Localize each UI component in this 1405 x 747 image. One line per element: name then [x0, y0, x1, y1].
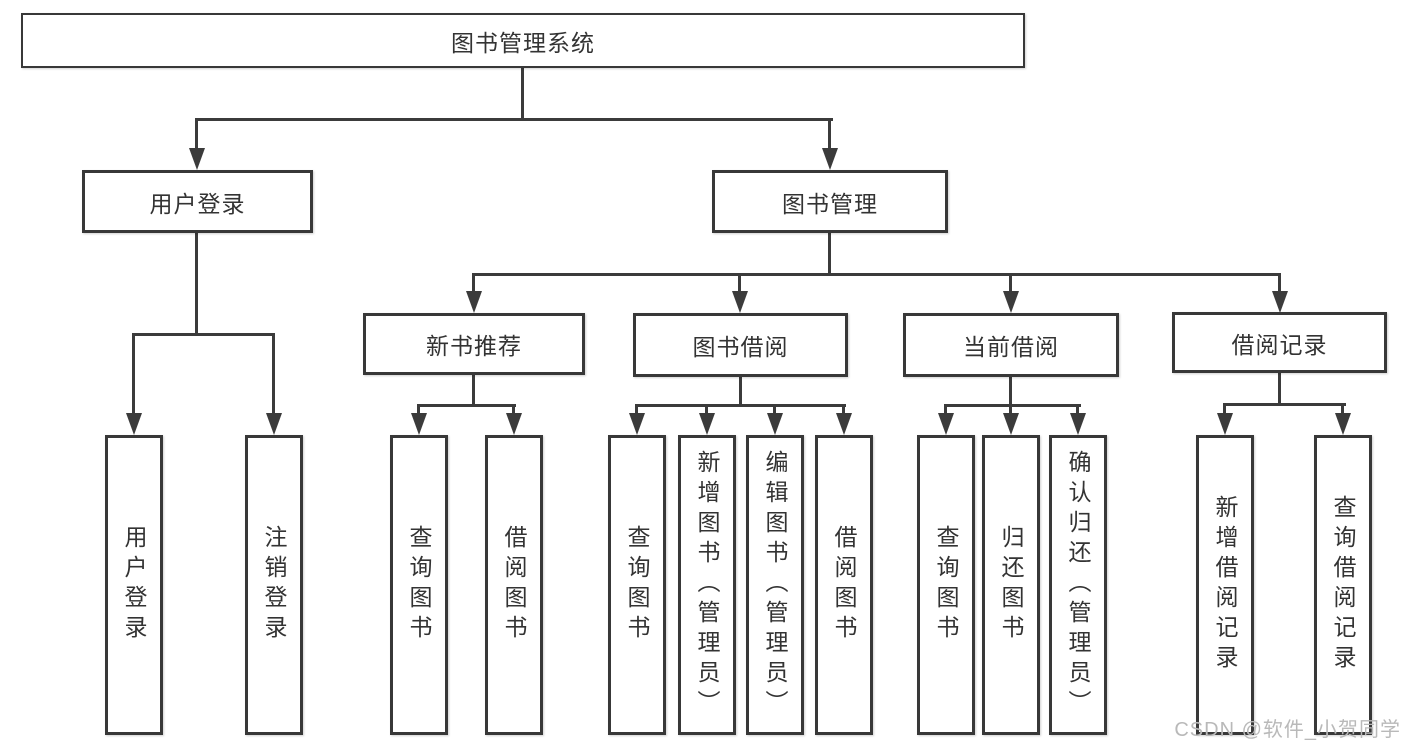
- csdn-watermark: CSDN @软件_小贺同学: [1174, 719, 1401, 741]
- connector-drop-user-login: [195, 118, 198, 152]
- node-book-borrow-label: 图书借阅: [692, 334, 789, 360]
- arrow-current-borrow: [1003, 291, 1019, 313]
- leaf-confirm-return-admin: 确认归还（管理员）: [1049, 435, 1107, 735]
- connector-drop-current-borrow: [1009, 273, 1012, 293]
- arrow-nb-borrow: [506, 413, 522, 435]
- connector-newbook-stub: [472, 375, 475, 407]
- arrow-rec-query: [1335, 413, 1351, 435]
- node-book-management: 图书管理: [712, 170, 948, 233]
- arrow-borrow-records: [1272, 291, 1288, 313]
- node-book-management-label: 图书管理: [782, 190, 878, 217]
- leaf-confirm-return-admin-label: 确认归还（管理员）: [1065, 450, 1091, 720]
- leaf-logout: 注销登录: [245, 435, 303, 735]
- connector-userlogin-hline: [132, 333, 275, 336]
- leaf-user-login-label: 用户登录: [121, 525, 147, 645]
- arrow-new-book: [466, 291, 482, 313]
- connector-drop-nb-borrow: [512, 404, 515, 416]
- arrow-cb-query: [938, 413, 954, 435]
- connector-bookborrow-stub: [739, 377, 742, 407]
- connector-drop-cb-query: [944, 404, 947, 416]
- connector-drop-rec-add: [1223, 403, 1226, 416]
- node-borrow-records: 借阅记录: [1172, 312, 1387, 373]
- arrow-leaf-logout: [266, 413, 282, 435]
- leaf-return-book: 归还图书: [982, 435, 1040, 735]
- node-new-book-recommend-label: 新书推荐: [426, 333, 522, 359]
- leaf-edit-book-admin-label: 编辑图书（管理员）: [762, 450, 788, 720]
- connector-newbook-hline: [417, 404, 516, 407]
- leaf-query-books-recommend-label: 查询图书: [406, 525, 432, 645]
- node-book-borrow: 图书借阅: [633, 313, 848, 377]
- connector-drop-bb-add: [705, 404, 708, 416]
- arrow-bb-add: [699, 413, 715, 435]
- leaf-query-borrow-record-label: 查询借阅记录: [1330, 495, 1356, 675]
- leaf-query-books-recommend: 查询图书: [390, 435, 448, 735]
- connector-drop-cb-return: [1009, 404, 1012, 416]
- arrow-rec-add: [1217, 413, 1233, 435]
- connector-drop-leaf-login: [132, 333, 135, 415]
- leaf-add-borrow-record-label: 新增借阅记录: [1212, 495, 1238, 675]
- arrow-book-management: [822, 148, 838, 170]
- leaf-add-book-admin-label: 新增图书（管理员）: [694, 450, 720, 720]
- connector-userlogin-stub: [195, 233, 198, 336]
- connector-drop-nb-query: [417, 404, 420, 416]
- connector-current-hline: [944, 404, 1081, 407]
- arrow-bb-edit: [767, 413, 783, 435]
- node-root-label: 图书管理系统: [451, 29, 595, 56]
- leaf-query-books-current-label: 查询图书: [933, 525, 959, 645]
- leaf-borrow-books: 借阅图书: [815, 435, 873, 735]
- leaf-user-login: 用户登录: [105, 435, 163, 735]
- leaf-return-book-label: 归还图书: [998, 525, 1024, 645]
- connector-drop-borrow-records: [1278, 273, 1281, 293]
- leaf-borrow-books-recommend-label: 借阅图书: [501, 525, 527, 645]
- leaf-add-book-admin: 新增图书（管理员）: [678, 435, 736, 735]
- connector-drop-bb-borrow: [842, 404, 845, 416]
- leaf-borrow-books-label: 借阅图书: [831, 525, 857, 645]
- node-root: 图书管理系统: [21, 13, 1025, 68]
- connector-drop-bb-query: [635, 404, 638, 416]
- connector-drop-new-book: [472, 273, 475, 293]
- node-new-book-recommend: 新书推荐: [363, 313, 585, 375]
- connector-drop-book-management: [828, 118, 831, 152]
- connector-drop-book-borrow: [738, 273, 741, 293]
- connector-root-hline: [195, 118, 833, 121]
- connector-records-hline: [1223, 403, 1346, 406]
- connector-bookmgmt-hline: [472, 273, 1281, 276]
- leaf-edit-book-admin: 编辑图书（管理员）: [746, 435, 804, 735]
- arrow-bb-borrow: [836, 413, 852, 435]
- connector-drop-cb-confirm: [1076, 404, 1079, 416]
- connector-root-stub: [521, 68, 524, 121]
- leaf-query-books-current: 查询图书: [917, 435, 975, 735]
- node-current-borrow-label: 当前借阅: [963, 334, 1059, 360]
- arrow-cb-return: [1003, 413, 1019, 435]
- connector-drop-bb-edit: [773, 404, 776, 416]
- arrow-bb-query: [629, 413, 645, 435]
- node-borrow-records-label: 借阅记录: [1231, 331, 1328, 358]
- arrow-user-login: [189, 148, 205, 170]
- connector-records-stub: [1278, 373, 1281, 406]
- leaf-query-borrow-record: 查询借阅记录: [1314, 435, 1372, 735]
- node-user-login: 用户登录: [82, 170, 313, 233]
- leaf-logout-label: 注销登录: [261, 525, 287, 645]
- arrow-leaf-login: [126, 413, 142, 435]
- connector-drop-leaf-logout: [272, 333, 275, 415]
- connector-current-stub: [1009, 377, 1012, 407]
- leaf-query-books-borrow-label: 查询图书: [624, 525, 650, 645]
- connector-bookborrow-hline: [635, 404, 846, 407]
- arrow-cb-confirm: [1070, 413, 1086, 435]
- arrow-book-borrow: [732, 291, 748, 313]
- connector-drop-rec-query: [1341, 403, 1344, 416]
- node-user-login-label: 用户登录: [149, 190, 246, 217]
- arrow-nb-query: [411, 413, 427, 435]
- leaf-query-books-borrow: 查询图书: [608, 435, 666, 735]
- leaf-borrow-books-recommend: 借阅图书: [485, 435, 543, 735]
- leaf-add-borrow-record: 新增借阅记录: [1196, 435, 1254, 735]
- node-current-borrow: 当前借阅: [903, 313, 1119, 377]
- connector-bookmgmt-stub: [828, 233, 831, 276]
